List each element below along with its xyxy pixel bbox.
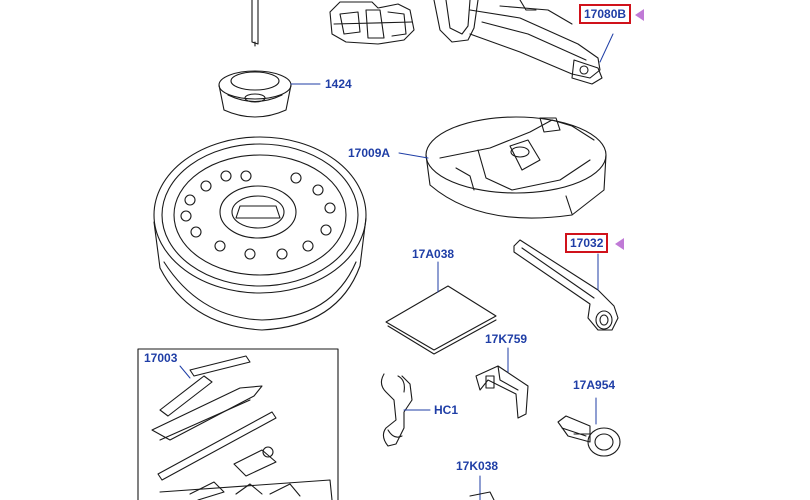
part-label-17K038[interactable]: 17K038: [456, 459, 499, 473]
hook-clip-drawing: [380, 373, 413, 447]
handbook-drawing: [385, 285, 497, 355]
highlight-marker-17080B: [635, 9, 644, 21]
leader-17003: [179, 365, 191, 379]
part-label-17A954[interactable]: 17A954: [573, 378, 616, 392]
part-label-17K759[interactable]: 17K759: [485, 332, 528, 346]
jack-base-drawing: [329, 1, 415, 45]
scissor-jack-drawing: [433, 0, 603, 85]
wrench-handle-drawing: [251, 0, 259, 47]
wheel-brace-drawing: [513, 239, 619, 331]
part-label-17A038[interactable]: 17A038: [412, 247, 455, 261]
foam-tray-drawing: [425, 116, 607, 219]
leader-17009A: [398, 152, 429, 159]
part-label-17080B[interactable]: 17080B: [579, 4, 632, 24]
part-label-1424[interactable]: 1424: [325, 77, 352, 91]
part-label-17003[interactable]: 17003: [144, 351, 178, 365]
highlight-marker-17032: [615, 238, 624, 250]
bracket-drawing: [475, 365, 529, 419]
cup-drawing: [218, 70, 292, 118]
part-label-17032[interactable]: 17032: [565, 233, 609, 253]
leader-17080B: [599, 33, 614, 63]
tool-kit-drawing: [137, 348, 339, 500]
spare-wheel-drawing: [153, 136, 367, 331]
towing-eye-drawing: [557, 415, 621, 457]
part-17K038-drawing: [469, 491, 495, 500]
part-label-17009A[interactable]: 17009A: [348, 146, 391, 160]
part-label-HC1[interactable]: HC1: [434, 403, 459, 417]
